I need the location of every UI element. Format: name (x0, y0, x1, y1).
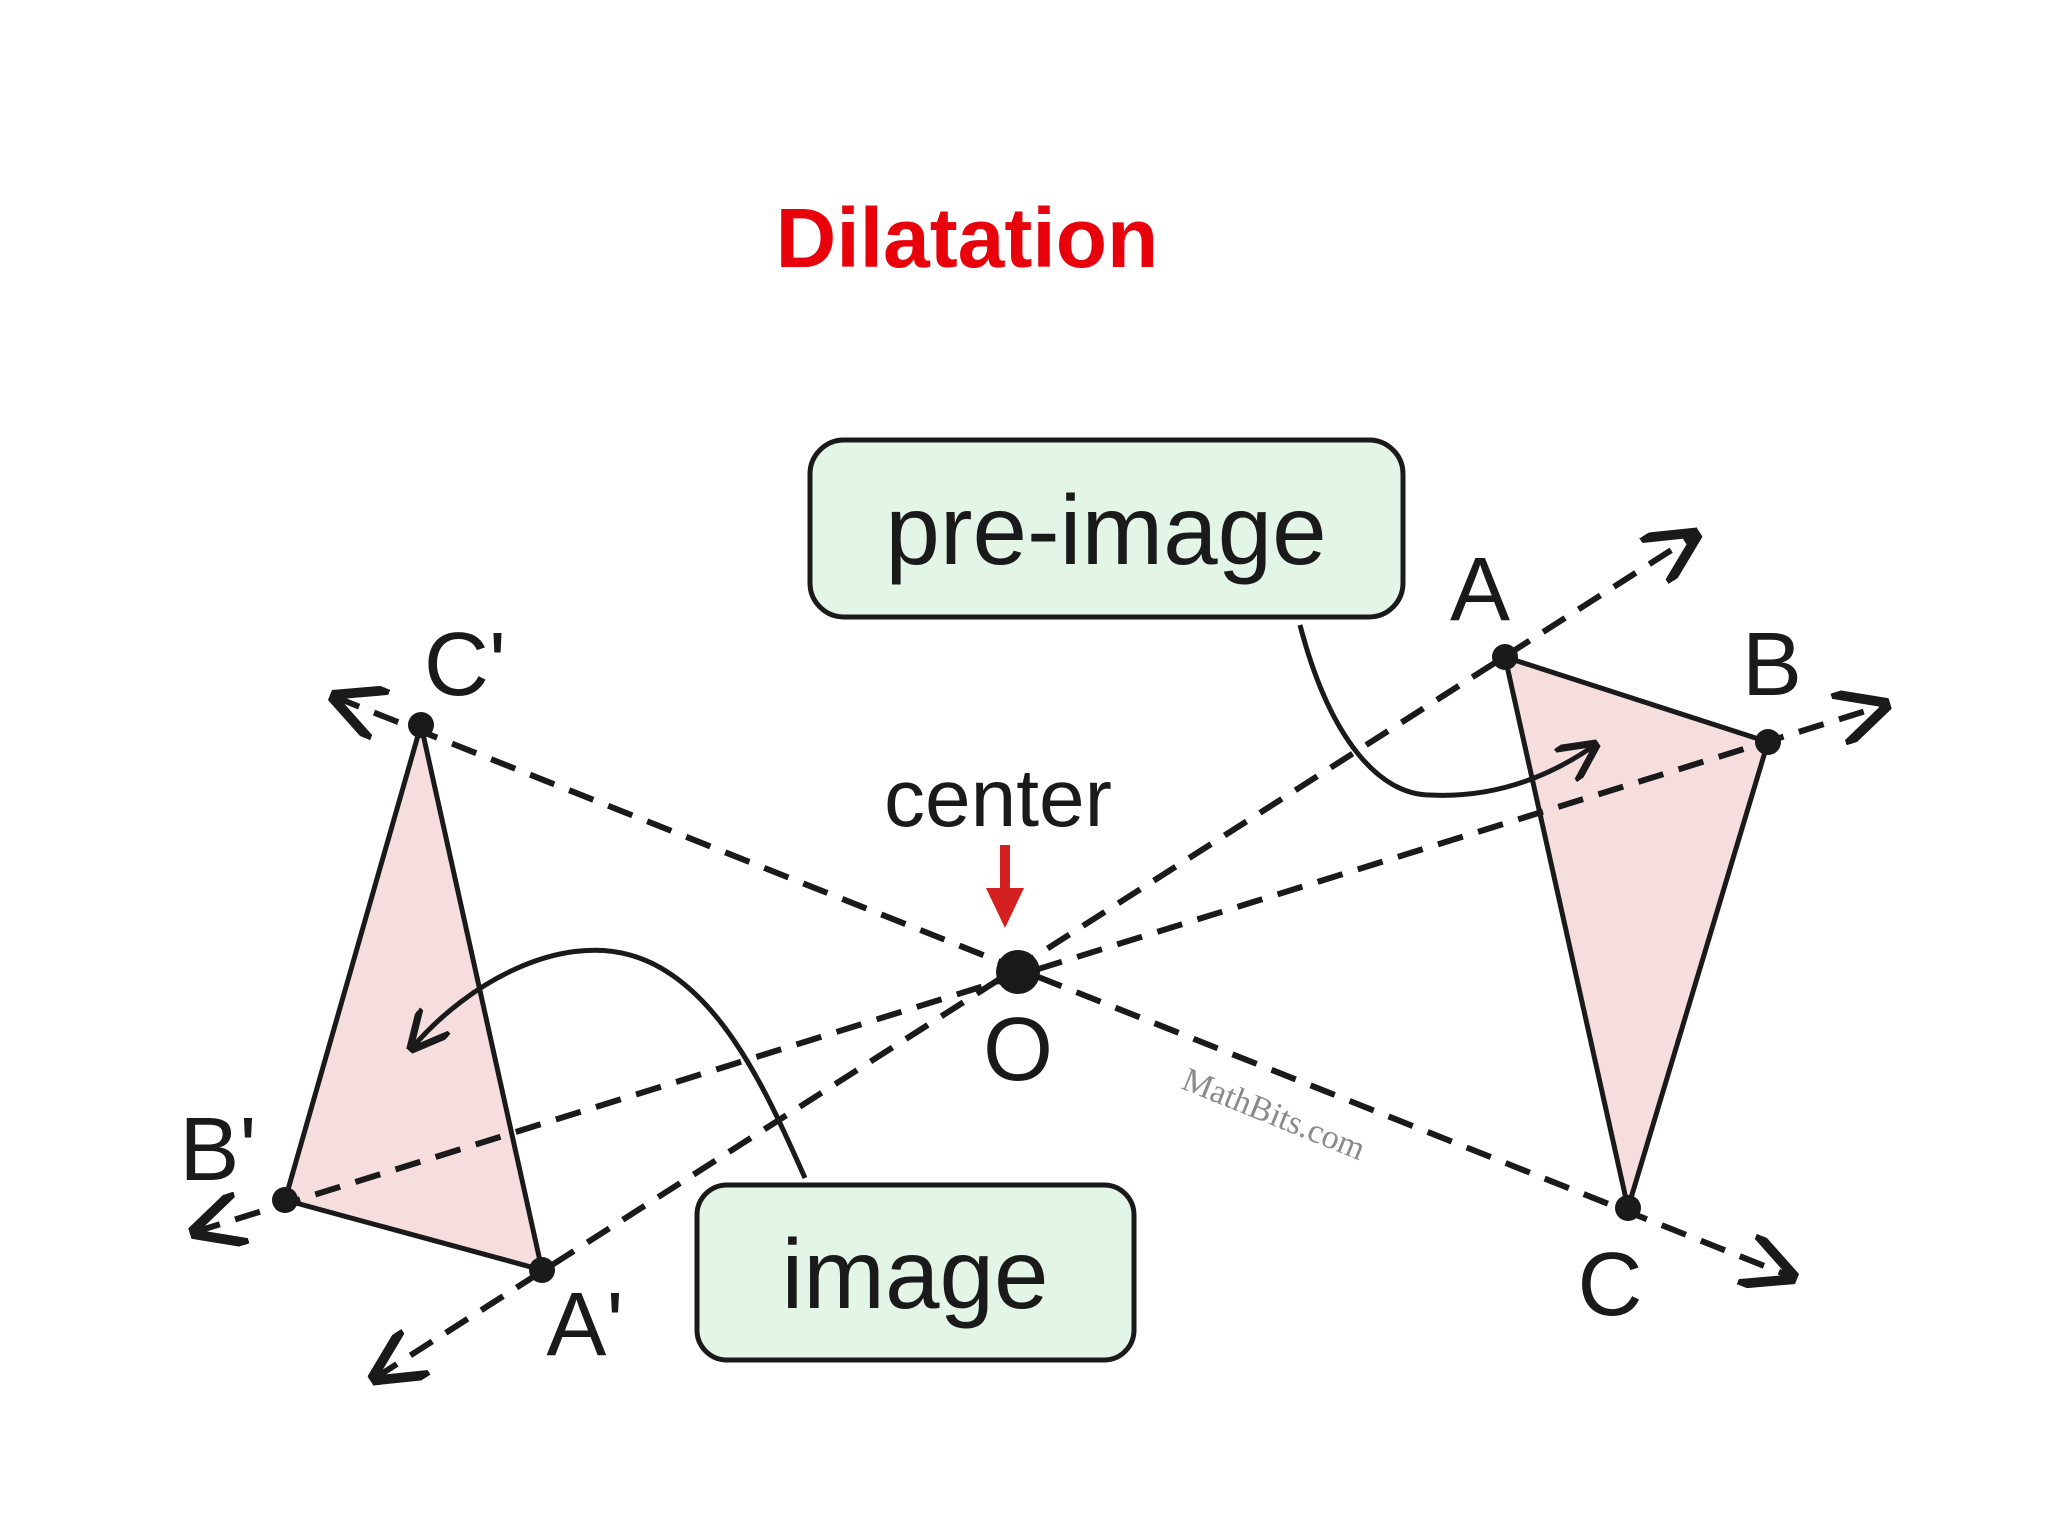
ray-C (335, 697, 1792, 1277)
label-A: A (1450, 540, 1510, 640)
label-C: C (1578, 1235, 1643, 1335)
pre-image-pointer-arrow (1297, 624, 1595, 798)
pre-image-triangle (1502, 654, 1771, 1211)
point-C-prime (408, 712, 434, 738)
label-B-prime: B' (179, 1100, 256, 1200)
label-A-prime: A' (546, 1275, 623, 1375)
label-C-prime: C' (424, 615, 506, 715)
center-arrow-head (986, 888, 1024, 928)
point-B (1755, 729, 1781, 755)
point-A-prime (529, 1257, 555, 1283)
pre-image-label: pre-image (885, 475, 1326, 585)
center-point-O (996, 950, 1040, 994)
label-O: O (983, 1000, 1053, 1100)
label-B: B (1742, 615, 1802, 715)
slide-title: Dilatation (775, 191, 1159, 285)
point-B-prime (272, 1187, 298, 1213)
center-label: center (884, 753, 1112, 844)
image-label: image (782, 1219, 1049, 1329)
image-triangle (282, 722, 545, 1273)
watermark: MathBits.com (1177, 1061, 1370, 1168)
pre-image-label-box (807, 437, 1406, 620)
point-C (1615, 1195, 1641, 1221)
image-pointer-arrow (412, 947, 808, 1180)
image-label-box (694, 1182, 1137, 1363)
point-A (1492, 644, 1518, 670)
